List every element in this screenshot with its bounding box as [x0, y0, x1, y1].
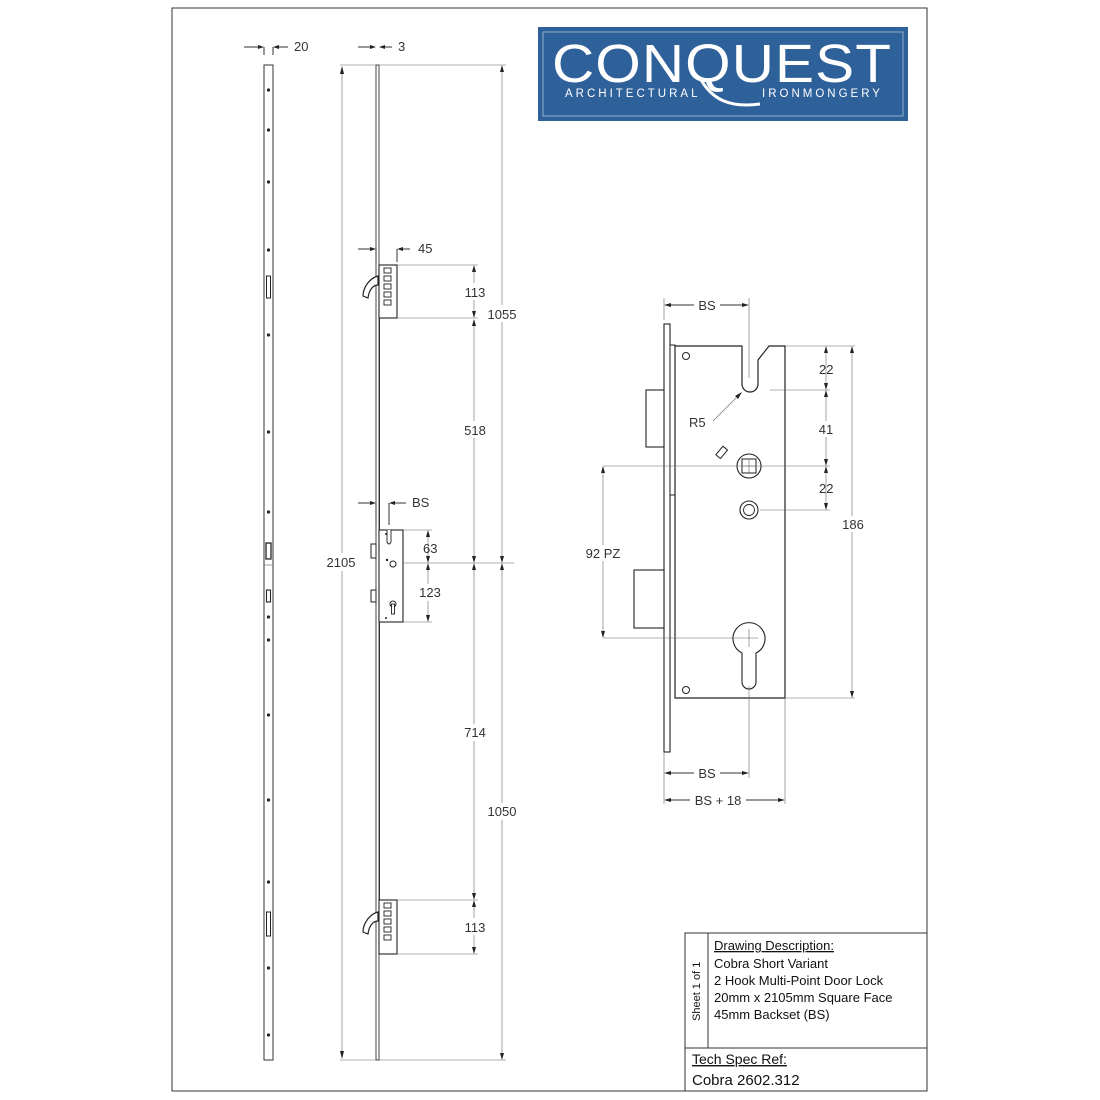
gearbox-case: [370, 529, 404, 623]
logo-tagline-left: ARCHITECTURAL: [565, 88, 700, 100]
faceplate-bolt-opening: [265, 589, 272, 603]
sheet-number: Sheet 1 of 1: [691, 962, 703, 1021]
faceplate-latch-opening: [265, 542, 272, 560]
dim-detail-radius: R5: [689, 415, 706, 430]
sheet-border: [171, 7, 928, 1092]
faceplate-hook-slot-bottom: [266, 911, 271, 937]
top-hook: [362, 275, 379, 299]
dim-detail-backset-bottom: BS: [698, 766, 716, 781]
description-line: 2 Hook Multi-Point Door Lock: [714, 973, 884, 988]
dim-detail-backset-plus: BS + 18: [695, 793, 742, 808]
logo-inner-frame: [542, 31, 904, 117]
detail-latch: [645, 389, 665, 448]
bottom-hook-case: [362, 899, 398, 955]
description-line: 20mm x 2105mm Square Face: [714, 990, 892, 1005]
description-heading: Drawing Description:: [714, 938, 834, 953]
dim-faceplate-width: 20: [294, 39, 308, 54]
dim-hook-offset: 45: [418, 241, 432, 256]
side-view: 3 2105 45: [322, 39, 520, 1061]
faceplate-screw-holes: [266, 88, 271, 1037]
dim-gearbox-backset: BS: [412, 495, 430, 510]
description-line: Cobra Short Variant: [714, 956, 828, 971]
logo-swoosh: [698, 77, 761, 107]
faceplate-hook-slot-top: [266, 275, 271, 299]
top-hook-case: [362, 264, 398, 319]
detail-deadbolt: [633, 569, 665, 629]
logo-background: [538, 27, 908, 121]
dim-faceplate-thickness: 3: [398, 39, 405, 54]
dim-detail-pz-distance: 92 PZ: [586, 546, 621, 561]
bottom-hook: [362, 911, 379, 935]
logo-brand-text: CONQUEST: [552, 34, 892, 94]
logo-tagline-right: IRONMONGERY: [762, 88, 883, 100]
description-line: 45mm Backset (BS): [714, 1007, 830, 1022]
dim-top-hook-to-gearbox: 518: [464, 423, 486, 438]
dim-bottom-hook-height: 113: [465, 920, 486, 935]
conquest-logo: CONQUEST ARCHITECTURAL IRONMONGERY: [538, 27, 908, 121]
dim-detail-slot-to-spindle: 41: [819, 422, 833, 437]
dim-top-hook-height: 113: [465, 285, 486, 300]
dim-gearbox-to-bottom-hook: 714: [464, 725, 486, 740]
dim-detail-slot-depth: 22: [819, 362, 833, 377]
spec-heading: Tech Spec Ref:: [692, 1051, 787, 1067]
dim-detail-spindle-to-follower: 22: [819, 481, 833, 496]
dim-cylinder-offset: 123: [419, 585, 441, 600]
dim-detail-case-height: 186: [842, 517, 864, 532]
detail-faceplate: [663, 323, 671, 753]
dim-detail-backset-top: BS: [698, 298, 716, 313]
gearbox-detail-view: BS R5 22 41 22 186 92 PZ: [580, 297, 866, 808]
title-block: Sheet 1 of 1 Drawing Description: Cobra …: [684, 932, 928, 1092]
detail-case: [674, 345, 786, 699]
spec-reference: Cobra 2602.312: [692, 1072, 800, 1089]
dim-center-to-bottom: 1050: [488, 804, 517, 819]
faceplate-outline: [263, 64, 274, 1061]
dim-top-to-center: 1055: [488, 307, 517, 322]
dim-spindle-offset: 63: [423, 541, 437, 556]
faceplate-front-view: 20: [244, 39, 308, 1061]
dim-overall-length: 2105: [327, 555, 356, 570]
